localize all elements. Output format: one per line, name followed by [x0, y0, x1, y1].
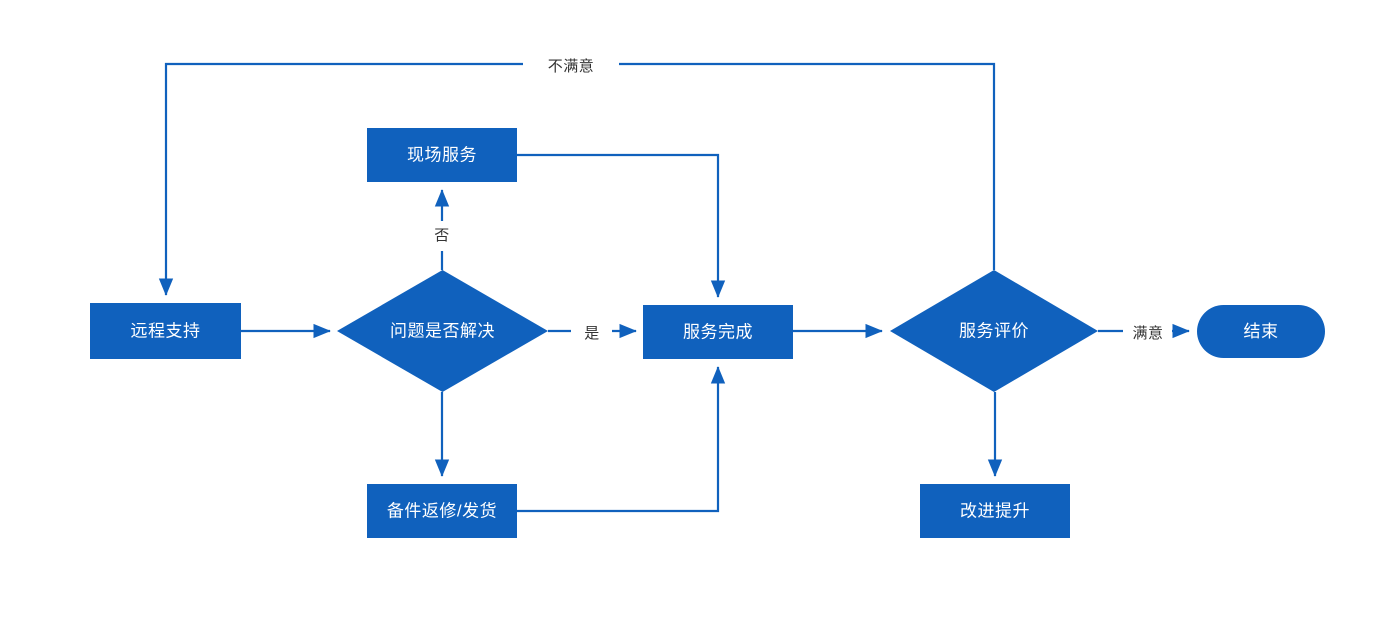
node-improvement[interactable]: 改进提升 — [920, 484, 1070, 538]
node-remote-support[interactable]: 远程支持 — [90, 303, 241, 359]
edge-label-decision-yes-to-complete: 是 — [584, 325, 600, 342]
edge-label-evaluation-dissatisfied-to-remote: 不满意 — [548, 57, 595, 75]
node-shape-rectangle — [920, 484, 1070, 538]
node-onsite-service[interactable]: 现场服务 — [367, 128, 517, 182]
edge-evaluation-dissatisfied-to-remote — [619, 62, 996, 270]
node-shape-rectangle — [367, 128, 517, 182]
node-shape-rectangle — [90, 303, 241, 359]
node-service-evaluation[interactable]: 服务评价 — [890, 270, 1098, 392]
edges-layer — [158, 62, 1190, 513]
node-parts-repair-shipment[interactable]: 备件返修/发货 — [367, 484, 517, 538]
edge-evaluation-dissatisfied-to-remote — [158, 62, 523, 296]
edge-labels-layer: 是 否满意 不满意 — [434, 57, 1163, 342]
edge-label-evaluation-satisfied-to-end: 满意 — [1132, 324, 1163, 342]
node-service-complete[interactable]: 服务完成 — [643, 305, 793, 359]
node-shape-rectangle — [367, 484, 517, 538]
edge-label-decision-no-to-onsite: 否 — [434, 227, 450, 244]
node-shape-rectangle — [643, 305, 793, 359]
node-issue-resolved[interactable]: 问题是否解决 — [337, 270, 548, 392]
edge-parts-to-complete — [517, 366, 726, 513]
node-shape-diamond — [890, 270, 1098, 392]
node-shape-terminator — [1197, 305, 1325, 358]
node-shape-diamond — [337, 270, 548, 392]
node-end[interactable]: 结束 — [1197, 305, 1325, 358]
edge-onsite-to-complete — [517, 153, 726, 298]
